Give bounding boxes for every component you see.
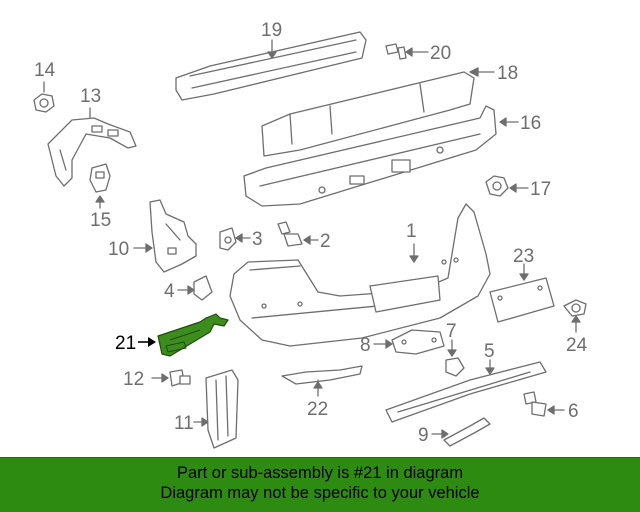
callout-1: 1 (406, 221, 417, 242)
part-18-energy-absorber (261, 67, 495, 157)
callout-18: 18 (497, 63, 519, 84)
callout-20: 20 (430, 43, 452, 64)
callout-23: 23 (513, 246, 535, 267)
part-4-clip (177, 275, 213, 301)
callout-17: 17 (530, 179, 552, 200)
part-15-clip (89, 163, 111, 209)
callout-16: 16 (520, 113, 542, 134)
banner-line-1: Part or sub-assembly is #21 in diagram (176, 464, 464, 482)
part-16-bracket (243, 105, 519, 207)
callout-13: 13 (80, 86, 102, 107)
part-8-bracket (373, 329, 445, 355)
part-3-clip (219, 227, 251, 251)
callout-10: 10 (108, 239, 130, 260)
callout-2: 2 (320, 231, 331, 252)
part-24-sensor (563, 299, 587, 333)
callout-3: 3 (252, 229, 263, 250)
callout-4: 4 (164, 281, 175, 302)
callout-6: 6 (568, 401, 579, 422)
part-21-highlighted-bracket (138, 313, 229, 357)
part-2-bolt (277, 221, 319, 247)
leader-19 (267, 39, 277, 59)
part-9-clip (431, 417, 491, 447)
callout-7: 7 (446, 321, 457, 342)
callout-21: 21 (115, 333, 137, 354)
callout-11: 11 (174, 413, 194, 434)
callout-19: 19 (261, 20, 283, 41)
callout-9: 9 (418, 425, 429, 446)
callout-8: 8 (360, 335, 371, 356)
part-5-trim (385, 359, 547, 423)
info-banner: Part or sub-assembly is #21 in diagram D… (0, 457, 640, 512)
banner-line-2: Diagram may not be specific to your vehi… (160, 484, 480, 502)
callout-14: 14 (34, 60, 56, 81)
part-6-bolt (523, 391, 565, 417)
callout-22: 22 (307, 399, 329, 420)
callout-12: 12 (123, 369, 145, 390)
part-17-nut (485, 175, 529, 197)
part-11-bracket (193, 369, 239, 449)
part-13-side-bracket (47, 107, 137, 187)
part-22-trim (281, 365, 363, 397)
part-20-bolt (385, 43, 429, 60)
exploded-parts-diagram (33, 31, 587, 449)
callout-5: 5 (484, 341, 495, 362)
part-23-plate (489, 263, 555, 323)
part-1-bumper-cover (229, 203, 491, 347)
part-19-reinforcement-bar (175, 31, 367, 101)
part-10-splash-guard (133, 199, 197, 273)
callout-24: 24 (566, 335, 588, 356)
part-7-retainer (445, 339, 465, 377)
part-12-bolt (151, 369, 191, 387)
callout-15: 15 (90, 210, 112, 231)
part-14-nut (33, 81, 55, 113)
